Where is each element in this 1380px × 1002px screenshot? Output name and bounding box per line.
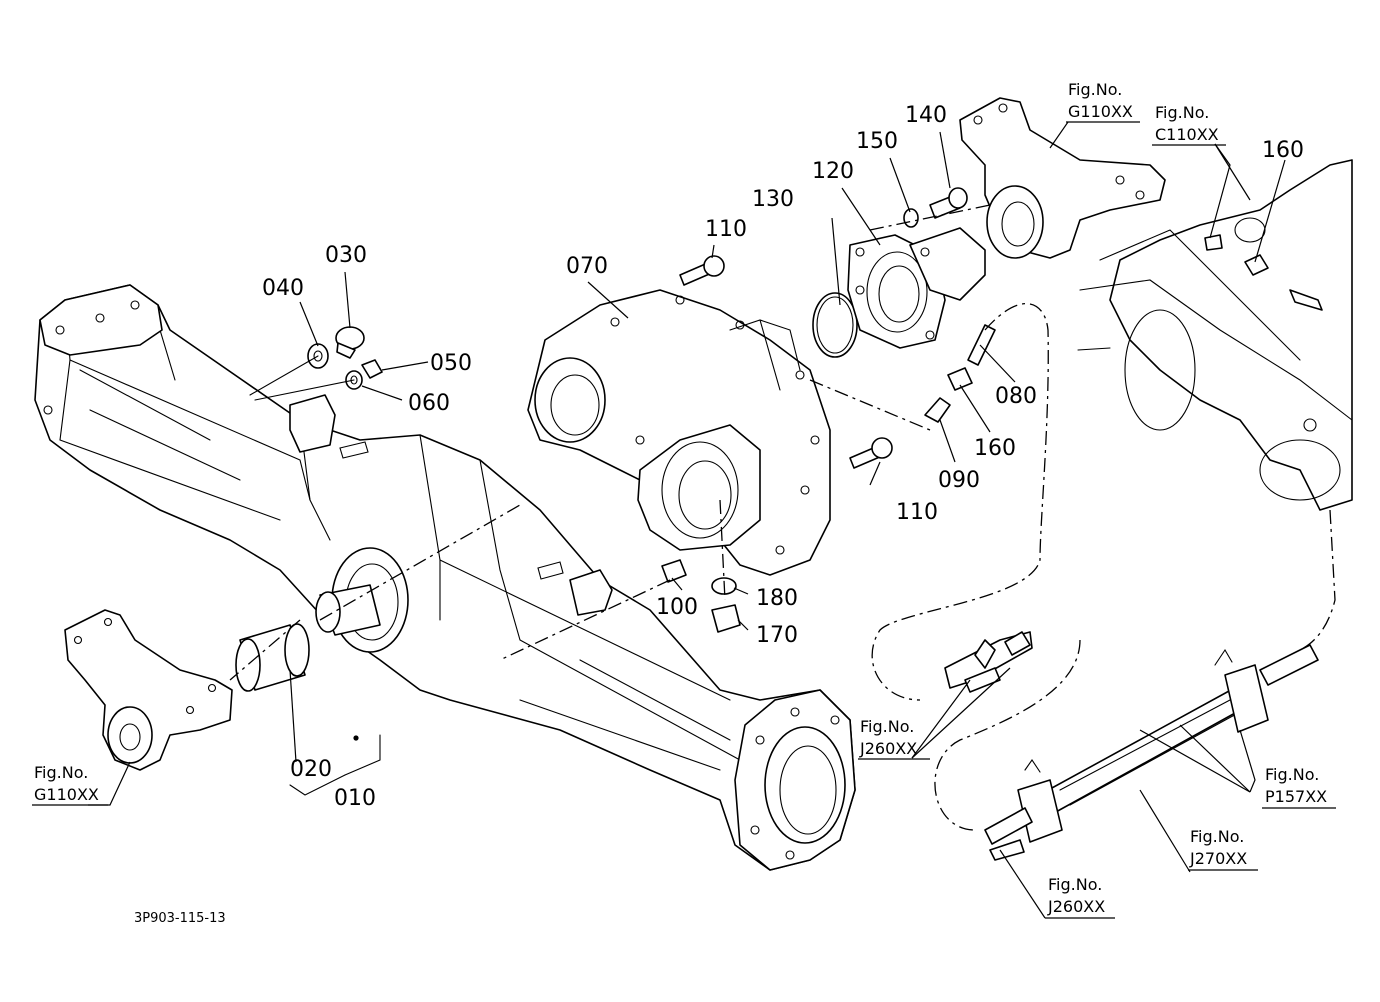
- label-140: 140: [905, 103, 947, 128]
- axle-case: [34, 284, 856, 871]
- label-110-lower: 110: [896, 500, 938, 525]
- centerline-left: [319, 504, 521, 621]
- svg-text:G110XX: G110XX: [1068, 102, 1133, 121]
- label-170: 170: [756, 623, 798, 648]
- fitting-160-mid: [947, 367, 973, 391]
- grease-line-right: [934, 639, 1081, 831]
- grease-line-trans: [1299, 509, 1336, 651]
- pin-100: [661, 559, 687, 583]
- label-100: 100: [656, 595, 698, 620]
- label-160-trans: 160: [1262, 138, 1304, 163]
- bracket-010-b: [289, 774, 346, 796]
- elbow-090: [924, 397, 951, 423]
- bolt-140: [929, 187, 968, 219]
- label-030: 030: [325, 243, 367, 268]
- figref-p157: Fig.No. P157XX: [1262, 765, 1336, 809]
- svg-text:Fig.No.: Fig.No.: [1265, 765, 1319, 784]
- transmission-housing: [1077, 159, 1353, 511]
- figref-g110-left: Fig.No. G110XX: [32, 763, 108, 806]
- front-bracket-left: [64, 609, 233, 771]
- svg-text:G110XX: G110XX: [34, 785, 99, 804]
- label-110-upper: 110: [705, 217, 747, 242]
- front-bracket-top: [959, 97, 1166, 259]
- label-060: 060: [408, 391, 450, 416]
- plug-050: [361, 359, 383, 379]
- bracket-070: [527, 289, 831, 576]
- figref-j260-mid: Fig.No. J260XX: [858, 717, 930, 760]
- figref-j260-bottom: Fig.No. J260XX: [1045, 875, 1115, 919]
- figref-c110: Fig.No. C110XX: [1152, 103, 1226, 146]
- bracket-010: [344, 734, 381, 776]
- washer-150: [903, 208, 919, 228]
- label-180: 180: [756, 586, 798, 611]
- grease-line-mid: [871, 302, 1049, 701]
- label-130: 130: [752, 187, 794, 212]
- part-labels: 030 040 050 060 070 110 130 120 150 140 …: [262, 103, 1304, 811]
- centerline-plug: [719, 499, 726, 601]
- svg-text:Fig.No.: Fig.No.: [1155, 103, 1209, 122]
- pipe-080: [967, 324, 996, 366]
- housing-120: [847, 227, 986, 349]
- label-080: 080: [995, 384, 1037, 409]
- label-040: 040: [262, 276, 304, 301]
- plug-030: [335, 326, 365, 359]
- propeller-shaft: [984, 644, 1319, 861]
- svg-text:J260XX: J260XX: [859, 739, 917, 758]
- label-150: 150: [856, 129, 898, 154]
- svg-text:Fig.No.: Fig.No.: [1048, 875, 1102, 894]
- bolt-110-upper: [679, 255, 725, 286]
- figref-g110-top: Fig.No. G110XX: [1066, 80, 1140, 123]
- label-090: 090: [938, 468, 980, 493]
- svg-text:Fig.No.: Fig.No.: [860, 717, 914, 736]
- label-050: 050: [430, 351, 472, 376]
- label-020: 020: [290, 757, 332, 782]
- svg-text:Fig.No.: Fig.No.: [1190, 827, 1244, 846]
- bushing-020: [235, 623, 310, 692]
- svg-text:Fig.No.: Fig.No.: [34, 763, 88, 782]
- label-160-mid: 160: [974, 436, 1016, 461]
- coupling-j260-mid: [944, 631, 1033, 693]
- figure-references: Fig.No. G110XX Fig.No. C110XX Fig.No. G1…: [32, 80, 1336, 919]
- label-120: 120: [812, 159, 854, 184]
- centerline-bolt: [869, 204, 991, 231]
- label-070: 070: [566, 254, 608, 279]
- figref-j270: Fig.No. J270XX: [1188, 827, 1258, 871]
- bolt-110-lower: [849, 437, 893, 469]
- centerline-bushing: [229, 619, 301, 681]
- svg-text:J270XX: J270XX: [1189, 849, 1247, 868]
- svg-text:C110XX: C110XX: [1155, 125, 1219, 144]
- drawing-code: 3P903-115-13: [134, 911, 226, 926]
- centerline-pin: [499, 579, 671, 661]
- svg-text:P157XX: P157XX: [1265, 787, 1327, 806]
- leader-lines: [88, 121, 1286, 919]
- plug-170: [711, 604, 741, 633]
- centerline-elbow: [809, 379, 931, 431]
- label-010: 010: [334, 786, 376, 811]
- svg-text:Fig.No.: Fig.No.: [1068, 80, 1122, 99]
- svg-text:J260XX: J260XX: [1047, 897, 1105, 916]
- o-ring-130: [812, 292, 858, 358]
